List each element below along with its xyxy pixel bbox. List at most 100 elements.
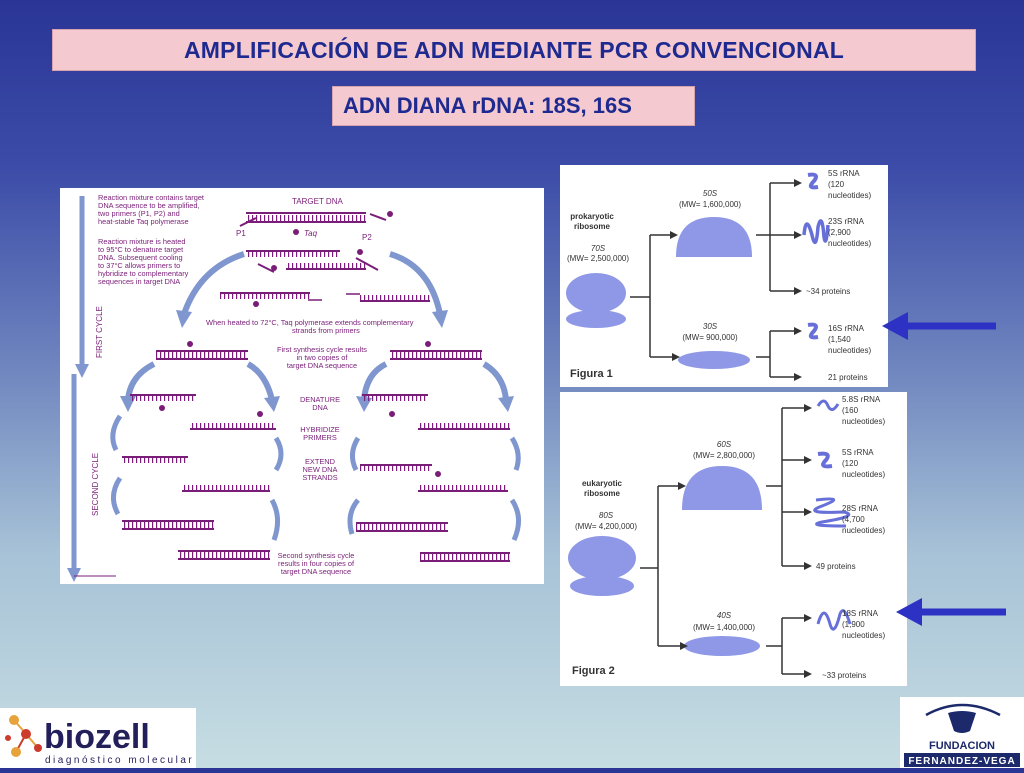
fundacion-logo: FUNDACION FERNANDEZ-VEGA	[900, 697, 1024, 768]
rrna-58s-label: 5.8S rRNA	[842, 395, 881, 404]
rrna-5s-unit: nucleotides)	[842, 470, 885, 479]
small-subunit-mw: (MW= 1,400,000)	[693, 623, 755, 632]
rrna-5s-shape	[807, 172, 819, 190]
rrna-16s-label: 16S rRNA	[828, 324, 865, 333]
ribosome-70s-small	[566, 310, 626, 328]
extension-row	[220, 292, 430, 307]
large-subunit-label: 60S	[717, 440, 732, 449]
fundacion-mark: FUNDACION FERNANDEZ-VEGA	[904, 703, 1020, 767]
large-subunit-mw: (MW= 2,800,000)	[693, 451, 755, 460]
rrna-23s-shape	[802, 219, 830, 245]
step-line: DNA sequence to be amplified,	[98, 201, 199, 210]
denature-text: DENATURE	[300, 395, 340, 404]
rrna-28s-size: (4,700	[842, 515, 865, 524]
ribosome-80s-small	[570, 576, 634, 596]
pcr-diagram-panel: FIRST CYCLE SECOND CYCLE Reaction mixtur…	[60, 188, 544, 584]
rrna-28s-unit: nucleotides)	[842, 526, 885, 535]
whole-ribosome-label: 70S	[591, 244, 606, 253]
rrna-5s-size: (120	[828, 180, 845, 189]
denature-text: DNA	[312, 403, 328, 412]
rrna-16s-shape	[807, 322, 819, 340]
whole-ribosome-label: 80S	[599, 511, 614, 520]
first-result-text: First synthesis cycle results	[277, 345, 367, 354]
target-dna	[246, 212, 366, 223]
rrna-58s-shape	[816, 399, 840, 411]
first-cycle-label: FIRST CYCLE	[95, 306, 104, 358]
denatured-strands	[246, 249, 379, 273]
step-line: heat-stable Taq polymerase	[98, 217, 189, 226]
subtitle-box: ADN DIANA rDNA: 18S, 16S	[332, 86, 695, 126]
step-line: hybridize to complementary	[98, 269, 189, 278]
rrna-18s-unit: nucleotides)	[842, 631, 885, 640]
proteins-small: ~33 proteins	[822, 671, 866, 680]
second-cycle-left	[122, 394, 276, 560]
biozell-logo: biozell diagnóstico molecular	[0, 708, 196, 768]
heated-text: When heated to 72°C, Taq polymerase exte…	[206, 318, 414, 327]
fundacion-text: FUNDACION	[929, 740, 995, 752]
rrna-5s-label: 5S rRNA	[842, 448, 874, 457]
rrna-58s-unit: nucleotides)	[842, 417, 885, 426]
rrna-58s-size: (160	[842, 406, 859, 415]
pointer-arrow-18s	[896, 598, 1006, 626]
organism-label: ribosome	[584, 489, 621, 498]
second-cycle-right	[356, 394, 510, 562]
taq-label: Taq	[304, 229, 318, 238]
small-subunit-label: 30S	[703, 322, 718, 331]
second-result-text: target DNA sequence	[281, 567, 351, 576]
rrna-18s-shape	[816, 609, 852, 631]
first-cycle-bracket	[75, 196, 89, 378]
small-subunit-label: 40S	[717, 611, 732, 620]
small-subunit-mw: (MW= 900,000)	[682, 333, 738, 342]
page-subtitle: ADN DIANA rDNA: 18S, 16S	[343, 93, 632, 118]
eye-arc-icon	[925, 703, 1001, 717]
subunit-30s	[678, 351, 750, 369]
rrna-5s-unit: nucleotides)	[828, 191, 871, 200]
first-copies	[156, 341, 482, 360]
step-line: Reaction mixture contains target	[98, 193, 204, 202]
step-line: to 95°C to denature target	[98, 245, 183, 254]
second-cycle-label: SECOND CYCLE	[91, 453, 100, 516]
figure-1: prokaryotic ribosome 70S (MW= 2,500,000)…	[566, 169, 871, 382]
hybridize-text: HYBRIDIZE	[300, 425, 339, 434]
step-line: sequences in target DNA	[98, 277, 180, 286]
organism-label: ribosome	[574, 222, 611, 231]
title-box: AMPLIFICACIÓN DE ADN MEDIANTE PCR CONVEN…	[52, 29, 976, 71]
step-line: Reaction mixture is heated	[98, 237, 186, 246]
primer-p2-label: P2	[362, 233, 372, 242]
rrna-18s-label: 18S rRNA	[842, 609, 879, 618]
molecule-icon	[5, 715, 42, 757]
rrna-23s-size: (2,900	[828, 228, 851, 237]
rrna-5s-size: (120	[842, 459, 859, 468]
target-dna-label: TARGET DNA	[292, 197, 343, 206]
figure-2-panel: eukaryotic ribosome 80S (MW= 4,200,000) …	[560, 392, 907, 686]
subunit-60s	[682, 466, 762, 510]
rrna-23s-unit: nucleotides)	[828, 239, 871, 248]
figure-2-caption: Figura 2	[572, 665, 615, 677]
step-line: to 37°C allows primers to	[98, 261, 180, 270]
rrna-28s-shape	[813, 497, 851, 528]
organism-label: prokaryotic	[570, 212, 614, 221]
pcr-step-text: Reaction mixture contains target DNA seq…	[98, 193, 204, 286]
biozell-tagline: diagnóstico molecular	[45, 755, 194, 766]
step-line: two primers (P1, P2) and	[98, 209, 180, 218]
whole-ribosome-mw: (MW= 2,500,000)	[567, 254, 629, 263]
primer-p1-label: P1	[236, 229, 246, 238]
ribosome-70s	[566, 273, 626, 313]
second-result-text: Second synthesis cycle	[278, 551, 355, 560]
subunit-40s	[684, 636, 760, 656]
figure-2: eukaryotic ribosome 80S (MW= 4,200,000) …	[568, 395, 885, 680]
second-result-text: results in four copies of	[278, 559, 355, 568]
proteins-small: 21 proteins	[828, 373, 868, 382]
figure-1-panel: prokaryotic ribosome 70S (MW= 2,500,000)…	[560, 165, 888, 387]
heated-text: strands from primers	[292, 326, 360, 335]
subunit-50s	[676, 217, 752, 257]
rrna-16s-unit: nucleotides)	[828, 346, 871, 355]
rrna-16s-size: (1,540	[828, 335, 851, 344]
eye-icon	[948, 711, 976, 733]
rrna-18s-size: (1,900	[842, 620, 865, 629]
organism-label: eukaryotic	[582, 479, 623, 488]
extend-text: NEW DNA	[303, 465, 338, 474]
page-title: AMPLIFICACIÓN DE ADN MEDIANTE PCR CONVEN…	[183, 36, 845, 63]
extend-text: EXTEND	[305, 457, 335, 466]
step-line: DNA. Subsequent cooling	[98, 253, 183, 262]
